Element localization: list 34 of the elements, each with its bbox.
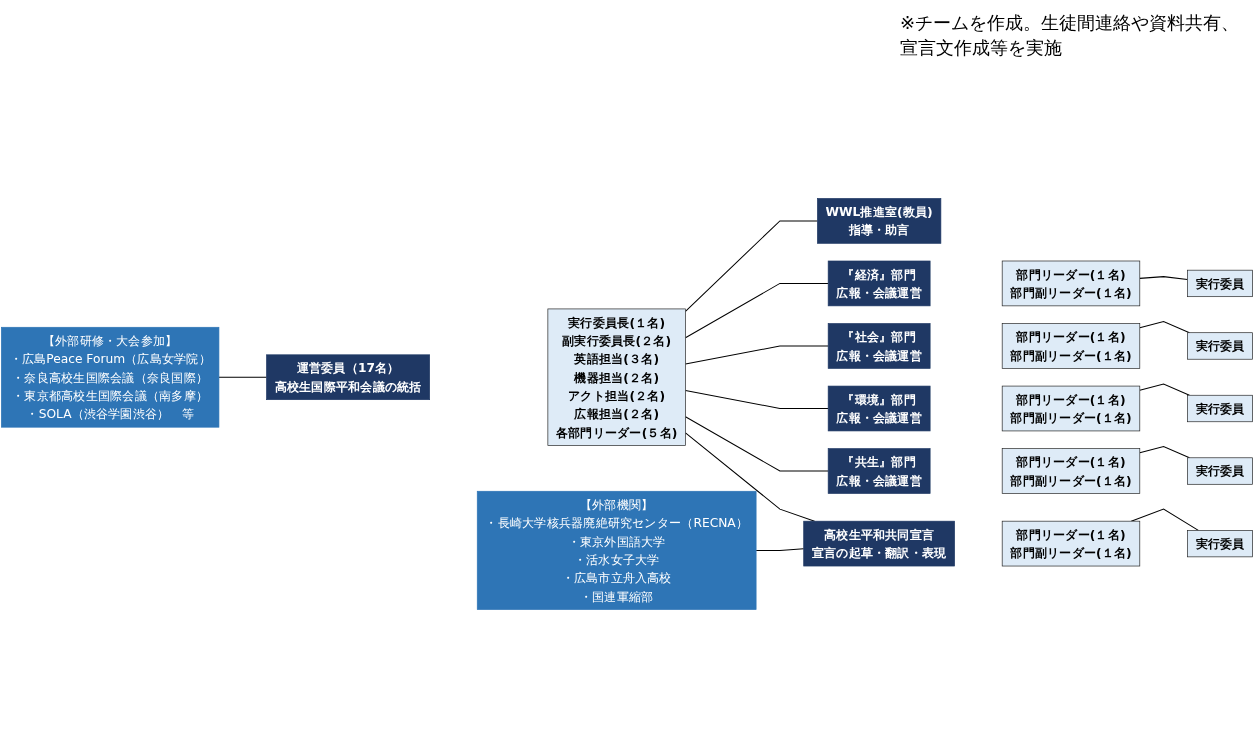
connector: [685, 389, 829, 409]
node-box: 『社会』部門 広報・会議運営: [827, 323, 931, 369]
connector: [755, 548, 805, 551]
connector: [685, 220, 818, 312]
connector: [1139, 446, 1190, 459]
node-box: 【外部機関】 ・長崎大学核兵器廃絶研究センター（RECNA） ・東京外国語大学 ・活水女子大学 ・広島市立舟入高校 ・国連軍縮部: [476, 490, 757, 610]
node-box: 実行委員: [1187, 269, 1253, 297]
connector: [1139, 320, 1190, 334]
node-box: 部門リーダー(１名) 部門副リーダー(１名): [1001, 448, 1141, 494]
node-box: 『共生』部門 広報・会議運営: [827, 448, 931, 494]
node-box: 実行委員長(１名) 副実行委員長(２名) 英語担当(３名) 機器担当(２名) アクト担当(２名) 広報担当(２名) 各部門リーダー(５名): [547, 308, 686, 446]
connector: [685, 432, 816, 522]
node-box: 実行委員: [1187, 530, 1253, 558]
node-box: 運営委員（17名） 高校生国際平和会議の統括: [266, 354, 430, 400]
connector: [685, 416, 829, 472]
connector: [685, 282, 829, 339]
node-box: 部門リーダー(１名) 部門副リーダー(１名): [1001, 260, 1141, 307]
connector: [685, 345, 829, 365]
node-box: 実行委員: [1187, 457, 1253, 485]
node-box: 部門リーダー(１名) 部門副リーダー(１名): [1001, 520, 1141, 567]
node-box: 実行委員: [1187, 332, 1253, 360]
connector: [218, 376, 268, 378]
node-box: 【外部研修・大会参加】 ・広島Peace Forum（広島女学院） ・奈良高校生国際会議（奈良国際） ・東京都高校生国際会議（南多摩） ・SOLA（渋谷学園渋谷） 等: [1, 326, 220, 428]
connector: [1139, 276, 1188, 280]
connector: [1130, 508, 1199, 531]
node-box: 部門リーダー(１名) 部門副リーダー(１名): [1001, 385, 1141, 432]
node-box: 実行委員: [1187, 394, 1253, 423]
node-box: 『環境』部門 広報・会議運営: [827, 385, 931, 432]
node-box: 部門リーダー(１名) 部門副リーダー(１名): [1001, 323, 1141, 369]
node-box: 高校生平和共同宣言 宣言の起草・翻訳・表現: [803, 520, 955, 567]
node-box: 『経済』部門 広報・会議運営: [827, 260, 931, 307]
note-text: ※チームを作成。生徒間連絡や資料共有、宣言文作成等を実施: [900, 11, 1240, 61]
connector: [1139, 383, 1190, 396]
node-box: WWL推進室(教員) 指導・助言: [817, 198, 942, 244]
